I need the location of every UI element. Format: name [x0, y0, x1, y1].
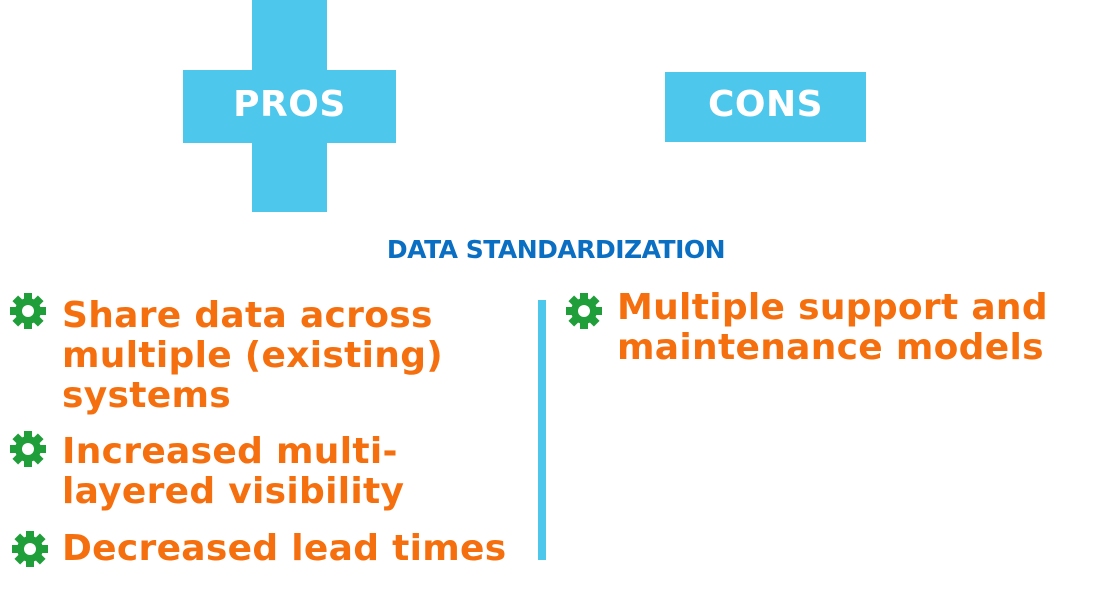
- pros-label: PROS: [233, 84, 346, 125]
- gear-icon: [10, 431, 46, 467]
- gear-icon: [566, 293, 602, 329]
- cons-item-1-line-1: Multiple support and: [617, 287, 1048, 328]
- pros-item-1-line-2: multiple (existing): [62, 335, 444, 376]
- gear-icon: [10, 293, 46, 329]
- page-subtitle: DATA STANDARDIZATION: [386, 235, 726, 264]
- plus-horizontal-bar: [183, 70, 396, 143]
- pros-item-2: Increased multi- layered visibility: [62, 432, 404, 512]
- cons-item-1: Multiple support and maintenance models: [617, 288, 1048, 368]
- pros-item-3: Decreased lead times: [62, 529, 507, 569]
- pros-item-1-line-1: Share data across: [62, 295, 433, 336]
- pros-item-1: Share data across multiple (existing) sy…: [62, 296, 443, 416]
- pros-item-1-line-3: systems: [62, 375, 231, 416]
- gear-icon: [12, 531, 48, 567]
- pros-item-2-line-1: Increased multi-: [62, 431, 398, 472]
- cons-item-1-line-2: maintenance models: [617, 327, 1044, 368]
- pros-item-3-line-1: Decreased lead times: [62, 528, 507, 569]
- column-divider: [538, 300, 546, 560]
- pros-item-2-line-2: layered visibility: [62, 471, 405, 512]
- cons-label: CONS: [707, 84, 824, 125]
- minus-icon: [665, 72, 866, 142]
